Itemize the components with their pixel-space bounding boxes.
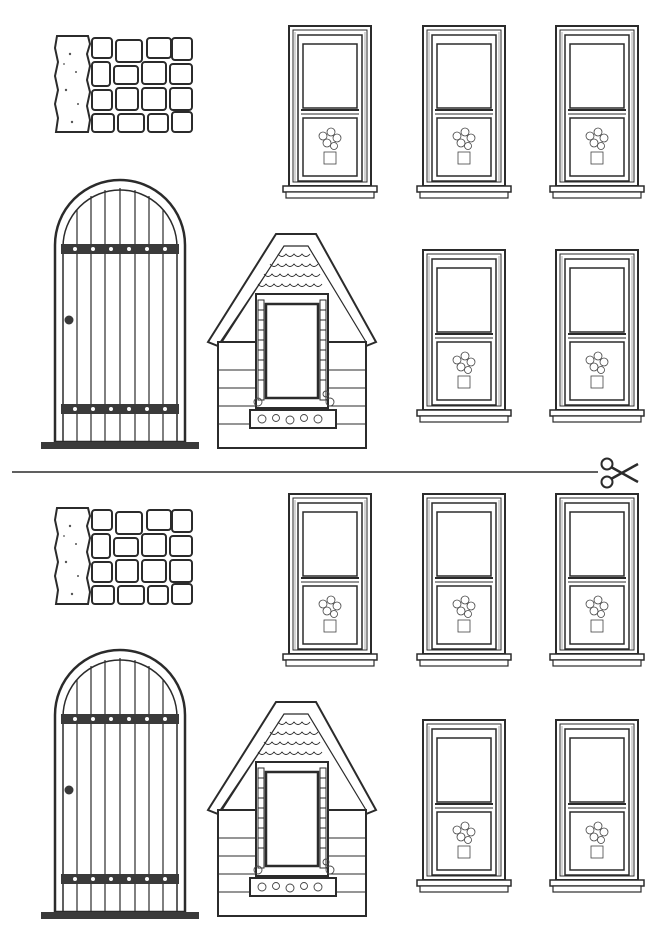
sash-window-top-4 xyxy=(416,249,512,423)
sash-window-bottom-3 xyxy=(549,493,645,667)
arched-door-bottom xyxy=(39,648,201,921)
arched-door-top xyxy=(39,178,201,451)
sash-window-bottom-1 xyxy=(282,493,378,667)
top-half xyxy=(39,25,645,451)
sash-window-top-3 xyxy=(549,25,645,199)
sash-window-bottom-5 xyxy=(549,719,645,893)
sash-window-bottom-2 xyxy=(416,493,512,667)
sash-window-top-5 xyxy=(549,249,645,423)
stone-wall-piece xyxy=(54,507,193,605)
bottom-half xyxy=(39,493,645,921)
scissors-icon xyxy=(600,457,639,489)
sash-window-top-1 xyxy=(282,25,378,199)
stone-wall-piece xyxy=(54,35,193,133)
dormer-bottom xyxy=(206,700,378,918)
sash-window-top-2 xyxy=(416,25,512,199)
sash-window-bottom-4 xyxy=(416,719,512,893)
dormer-top xyxy=(206,232,378,450)
